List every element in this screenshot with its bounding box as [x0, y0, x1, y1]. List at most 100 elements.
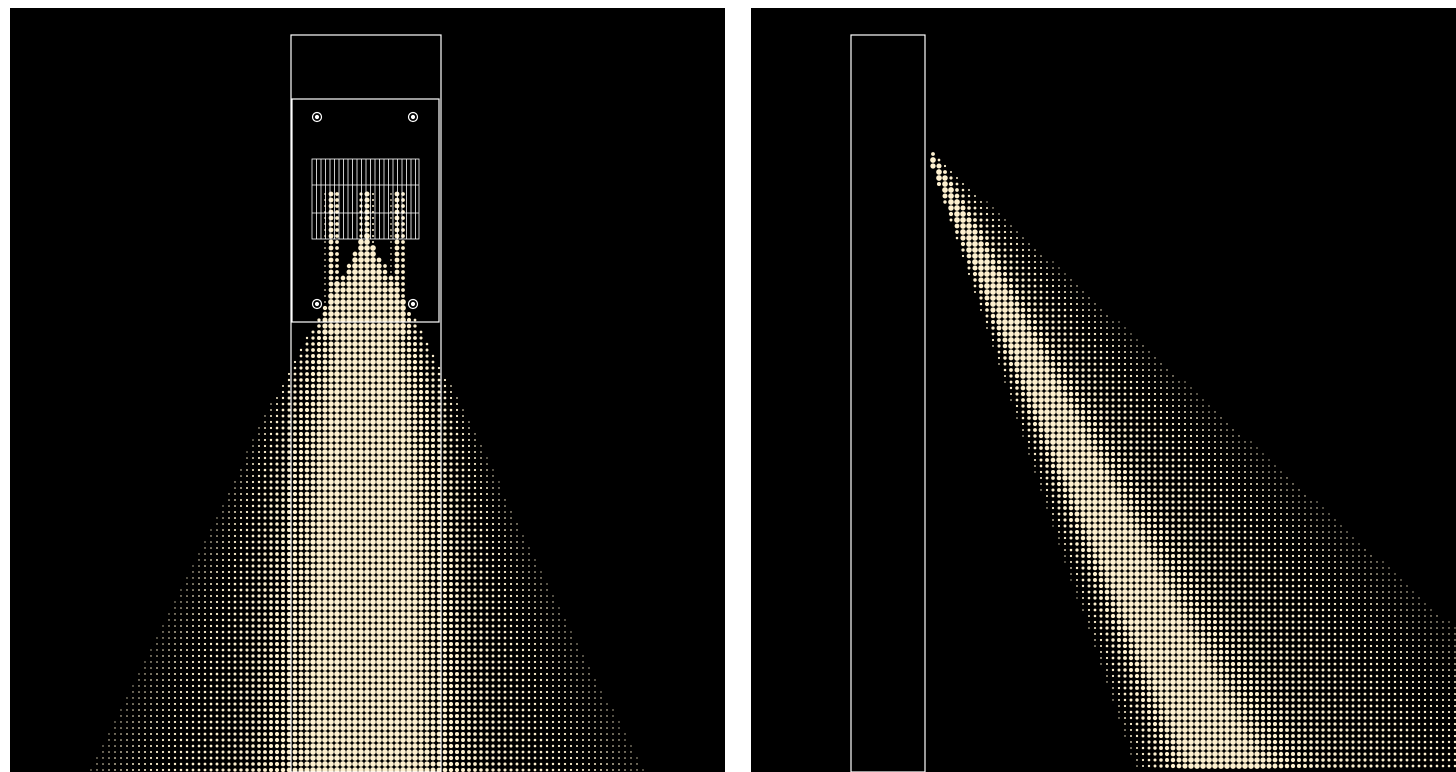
light-dot: [334, 533, 340, 539]
light-dot: [245, 660, 249, 664]
light-dot: [412, 665, 418, 671]
light-dot: [292, 473, 298, 479]
light-dot: [233, 630, 237, 634]
light-dot: [358, 245, 364, 251]
light-dot: [376, 515, 382, 521]
light-dot: [1027, 260, 1031, 264]
light-dot: [1028, 249, 1030, 251]
light-dot: [120, 715, 122, 717]
light-dot: [179, 714, 183, 718]
light-dot: [280, 635, 286, 641]
light-dot: [412, 497, 418, 503]
light-dot: [1020, 331, 1026, 337]
light-dot: [412, 527, 418, 533]
light-dot: [1045, 296, 1049, 300]
light-dot: [521, 624, 525, 628]
light-dot: [239, 660, 243, 664]
light-dot: [533, 768, 537, 772]
light-dot: [346, 353, 352, 359]
light-dot: [430, 563, 436, 569]
light-dot: [552, 613, 554, 615]
light-dot: [546, 637, 548, 639]
light-dot: [394, 695, 400, 701]
light-dot: [997, 344, 1001, 348]
light-dot: [485, 612, 489, 616]
light-dot: [240, 499, 242, 501]
light-dot: [479, 528, 483, 532]
light-dot: [1022, 237, 1024, 239]
light-dot: [335, 246, 339, 250]
light-dot: [364, 287, 370, 293]
light-dot: [269, 546, 273, 550]
light-dot: [340, 461, 346, 467]
light-dot: [461, 540, 465, 544]
light-dot: [257, 690, 261, 694]
light-dot: [468, 433, 470, 435]
light-dot: [582, 715, 584, 717]
light-dot: [497, 732, 501, 736]
light-dot: [346, 455, 352, 461]
light-dot: [370, 605, 376, 611]
light-dot: [328, 563, 334, 569]
light-dot: [1063, 296, 1067, 300]
light-dot: [515, 738, 519, 742]
light-dot: [376, 569, 382, 575]
light-dot: [150, 709, 152, 711]
light-dot: [251, 618, 255, 622]
light-dot: [335, 264, 339, 268]
light-dot: [358, 479, 364, 485]
light-dot: [316, 485, 322, 491]
light-dot: [1136, 351, 1138, 353]
light-dot: [442, 725, 448, 731]
light-dot: [424, 689, 430, 695]
light-dot: [394, 635, 400, 641]
light-dot: [280, 695, 286, 701]
light-dot: [461, 570, 465, 574]
light-dot: [376, 359, 382, 365]
light-dot: [1009, 374, 1013, 378]
light-dot: [275, 612, 279, 616]
light-dot: [179, 726, 183, 730]
light-dot: [1118, 345, 1120, 347]
light-dot: [245, 732, 249, 736]
light-dot: [222, 529, 224, 531]
light-dot: [582, 733, 584, 735]
light-dot: [997, 242, 1001, 246]
light-dot: [280, 629, 286, 635]
light-dot: [509, 570, 513, 574]
light-dot: [491, 600, 495, 604]
light-dot: [298, 527, 304, 533]
light-dot: [322, 641, 328, 647]
light-dot: [328, 713, 334, 719]
light-dot: [251, 504, 255, 508]
light-dot: [324, 271, 326, 273]
light-dot: [162, 673, 164, 675]
light-dot: [418, 425, 424, 431]
light-dot: [257, 588, 261, 592]
light-dot: [412, 743, 418, 749]
light-dot: [335, 252, 339, 256]
light-dot: [394, 425, 400, 431]
light-dot: [430, 641, 436, 647]
light-dot: [370, 413, 376, 419]
light-dot: [557, 756, 561, 760]
light-dot: [569, 744, 573, 748]
light-dot: [437, 438, 441, 442]
light-dot: [197, 690, 201, 694]
light-dot: [292, 683, 298, 689]
light-dot: [275, 594, 279, 598]
light-dot: [448, 701, 454, 707]
light-dot: [1015, 248, 1019, 252]
light-dot: [388, 605, 394, 611]
light-dot: [358, 629, 364, 635]
light-dot: [221, 696, 225, 700]
light-dot: [251, 750, 255, 754]
light-dot: [406, 389, 412, 395]
light-dot: [263, 762, 267, 766]
light-dot: [287, 438, 291, 442]
light-dot: [1027, 290, 1031, 294]
light-dot: [310, 533, 316, 539]
light-dot: [298, 689, 304, 695]
light-dot: [430, 683, 436, 689]
light-dot: [503, 558, 507, 562]
